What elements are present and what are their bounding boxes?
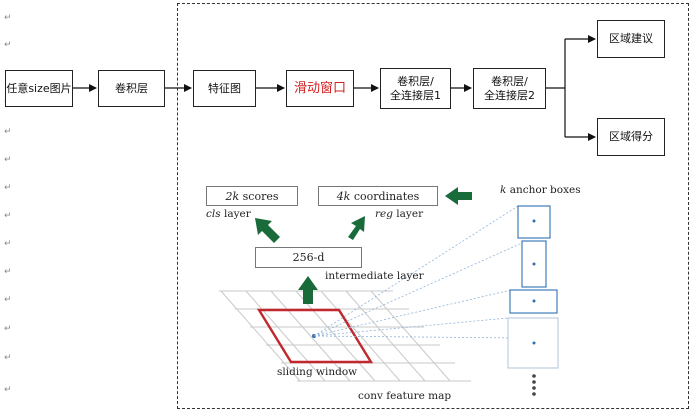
paragraph-mark-icon: ↵ bbox=[4, 324, 12, 334]
sliding-window-box-label: 滑动窗口 bbox=[293, 80, 346, 96]
coordinates-box: 4k coordinates bbox=[318, 186, 438, 206]
paragraph-mark-icon: ↵ bbox=[4, 353, 12, 363]
scores-k: 2k bbox=[225, 189, 240, 203]
green-arrows bbox=[255, 187, 472, 304]
branch-connector bbox=[546, 39, 566, 137]
region-proposal-box: 区域建议 bbox=[597, 20, 665, 58]
green-arrow-left-icon bbox=[445, 187, 472, 205]
sliding-window-label: sliding window bbox=[277, 366, 358, 378]
cls-layer-label: cls layer bbox=[206, 208, 251, 220]
paragraph-mark-icon: ↵ bbox=[4, 267, 12, 277]
scores-box: 2k scores bbox=[206, 186, 298, 206]
conv-layer-label: 卷积层 bbox=[115, 81, 148, 95]
region-score-label: 区域得分 bbox=[609, 130, 653, 143]
paragraph-mark-icon: ↵ bbox=[4, 295, 12, 305]
paragraph-mark-icon: ↵ bbox=[4, 239, 12, 249]
paragraph-mark-icon: ↵ bbox=[4, 155, 12, 165]
paragraph-mark-icon: ↵ bbox=[4, 127, 12, 137]
input-image-label: 任意size图片 bbox=[6, 81, 72, 95]
intermediate-box: 256-d bbox=[255, 247, 362, 268]
anchor-boxes-label: k anchor boxes bbox=[500, 184, 581, 196]
green-arrow-diag-left-icon bbox=[255, 218, 280, 243]
sliding-window-outline bbox=[256, 308, 374, 364]
conv-layer-box: 卷积层 bbox=[98, 70, 165, 107]
feature-map-label: 特征图 bbox=[208, 81, 241, 95]
feature-map-box: 特征图 bbox=[193, 70, 256, 107]
coords-k: 4k bbox=[336, 189, 351, 203]
conv-fc2-box: 卷积层/ 全连接层2 bbox=[473, 68, 546, 109]
paragraph-mark-icon: ↵ bbox=[4, 385, 12, 395]
rpn-dashed-region bbox=[177, 3, 689, 409]
ellipsis-icon bbox=[532, 374, 536, 396]
paragraph-mark-icon: ↵ bbox=[4, 211, 12, 221]
conv-fc2-line1: 卷积层/ bbox=[491, 74, 528, 88]
sliding-window-box: 滑动窗口 bbox=[286, 70, 354, 107]
intermediate-box-label: 256-d bbox=[292, 251, 325, 264]
conv-fc1-box: 卷积层/ 全连接层1 bbox=[380, 68, 451, 109]
conv-fc1-line1: 卷积层/ bbox=[397, 74, 434, 88]
reg-layer-label: reg layer bbox=[375, 208, 424, 220]
conv-fc1-line2: 全连接层1 bbox=[390, 88, 441, 102]
anchor-center-dots bbox=[532, 219, 536, 345]
scores-text: scores bbox=[239, 189, 279, 203]
anchor-projection-lines bbox=[313, 205, 523, 339]
intermediate-layer-label: intermediate layer bbox=[325, 270, 424, 282]
region-proposal-label: 区域建议 bbox=[609, 32, 653, 45]
feature-map-label: conv feature map bbox=[358, 390, 452, 402]
green-arrow-diag-right-icon bbox=[348, 216, 365, 240]
conv-fc2-line2: 全连接层2 bbox=[484, 88, 535, 102]
input-image-box: 任意size图片 bbox=[5, 70, 73, 107]
coords-text: coordinates bbox=[350, 189, 420, 203]
region-score-box: 区域得分 bbox=[597, 118, 665, 156]
paragraph-mark-icon: ↵ bbox=[4, 40, 12, 50]
green-arrow-up-icon bbox=[298, 276, 318, 304]
paragraph-mark-icon: ↵ bbox=[4, 13, 12, 23]
paragraph-mark-icon: ↵ bbox=[4, 183, 12, 193]
